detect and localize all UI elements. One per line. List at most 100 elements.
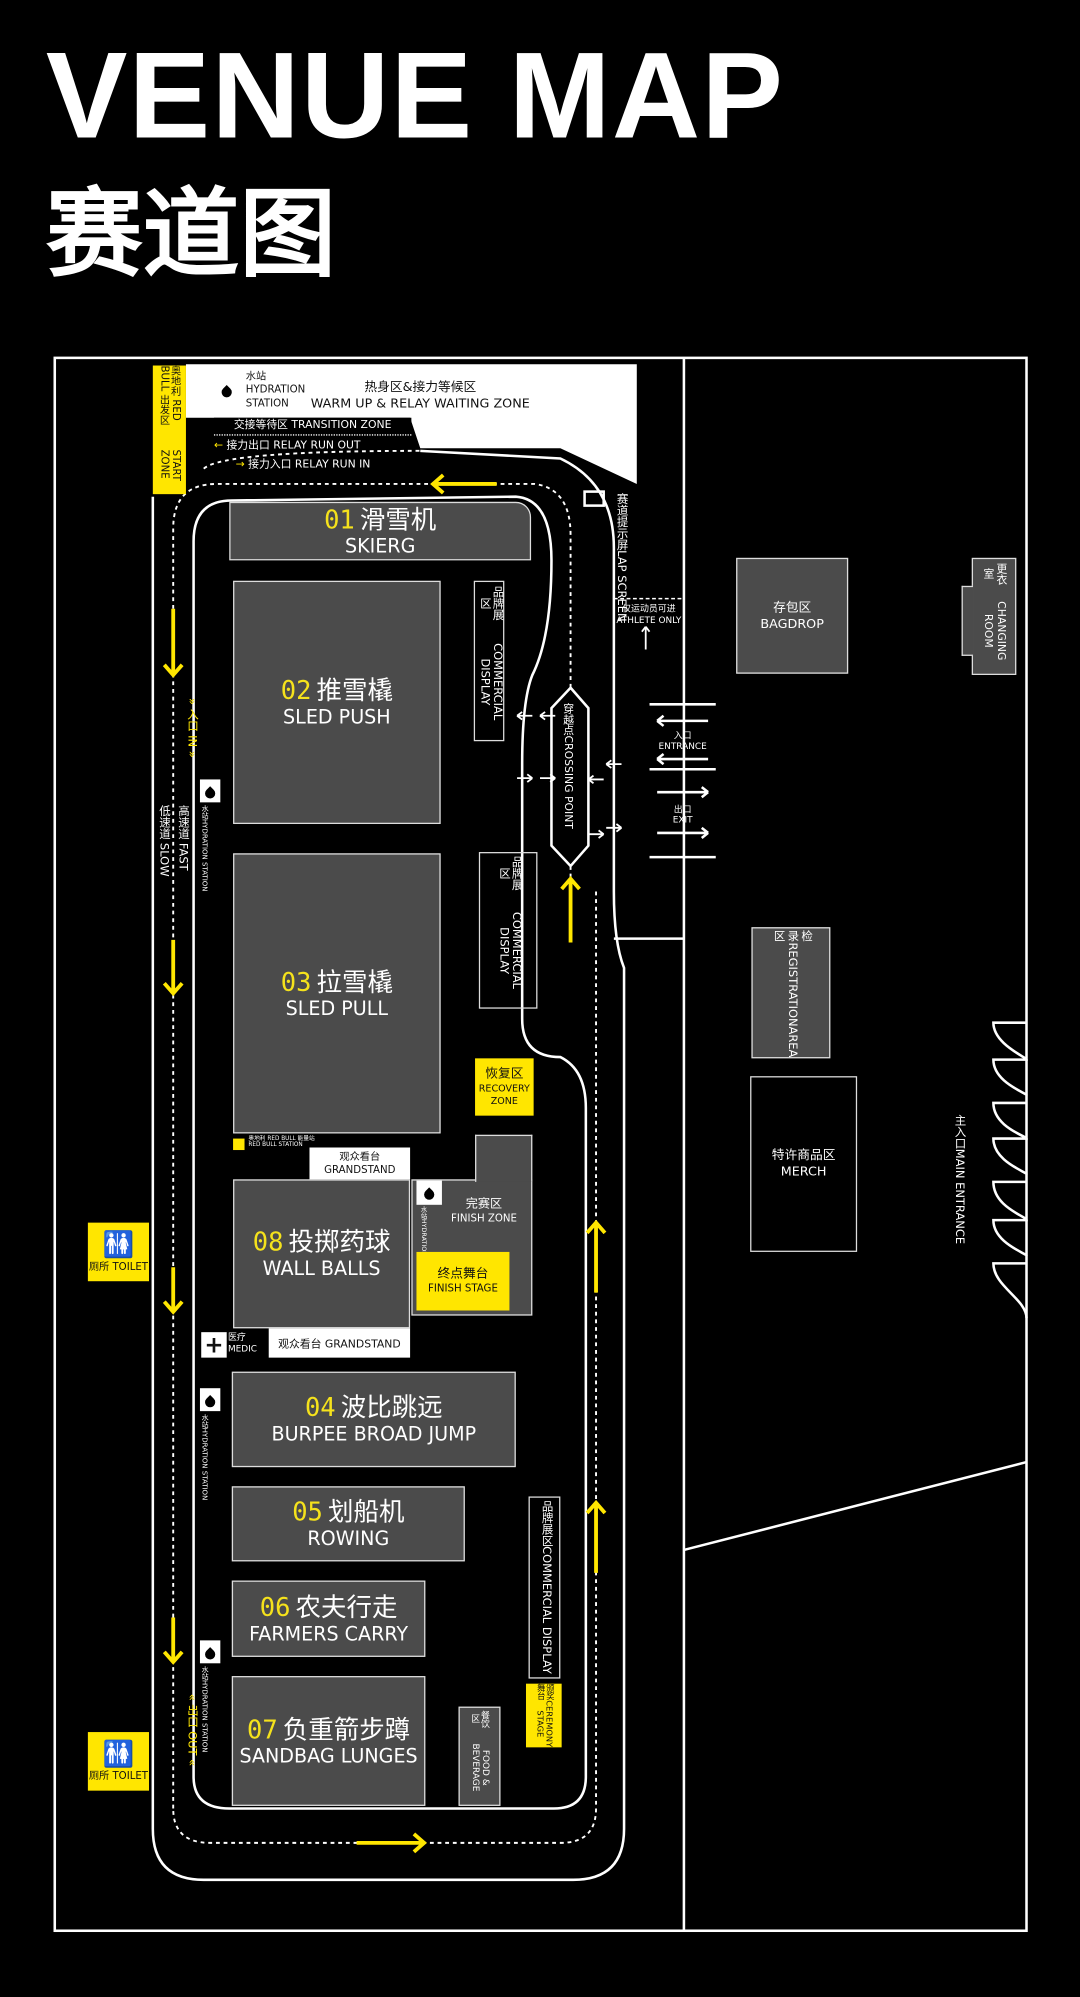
toilet-1: 🚻厕所 TOILET [87, 1222, 150, 1282]
finish-hydration-label: 水站HYDRATION STATION [419, 1206, 428, 1285]
lane-in-text: 入口 IN [184, 708, 198, 748]
lap-screen-cn: 赛道提示屏 [614, 492, 628, 551]
station-en: BURPEE BROAD JUMP [271, 1422, 477, 1446]
station-number: 08 [252, 1226, 284, 1258]
toilet-label: 厕所 TOILET [88, 1769, 149, 1782]
hydration-cn: 水站 [200, 1413, 208, 1428]
main-entrance-cn: 主入口 [952, 1114, 965, 1149]
medic-cross-icon: + [201, 1332, 227, 1358]
outer-track-line [151, 449, 626, 1882]
inner-track-line [192, 495, 588, 1810]
toilet-2: 🚻厕所 TOILET [87, 1732, 150, 1791]
yellow-direction-arrows [162, 473, 607, 1854]
grandstand-cn: 观众看台 [339, 1151, 381, 1163]
relay-run-in-label: 接力入口 RELAY RUN IN [248, 458, 371, 472]
recovery-cn: 恢复区 [485, 1067, 524, 1082]
red-bull-station-marker [233, 1138, 245, 1151]
entrance-exit-lanes [649, 703, 716, 859]
athlete-only-cn: 仅运动员可进 [622, 603, 676, 614]
commercial-display-1: 品牌展区 COMMERCIAL DISPLAY [473, 580, 505, 742]
page-subtitle: 赛道图 [45, 177, 337, 291]
station-number: 04 [304, 1392, 336, 1423]
changing-cn: 更衣室 [981, 562, 1008, 585]
food-beverage: 餐饮区 FOOD & BEVERAGE [458, 1706, 501, 1806]
hydration-station-3: 水站HYDRATION STATION [199, 1640, 223, 1752]
relay-run-out-label: 接力出口 RELAY RUN OUT [226, 439, 361, 453]
hydration-station-2: 水站HYDRATION STATION [199, 1388, 223, 1501]
hydration-en1: HYDRATION [245, 383, 306, 396]
food-en: FOOD & BEVERAGE [470, 1743, 491, 1792]
hydration-icon [199, 1640, 221, 1664]
station-cn: 推雪橇 [316, 674, 393, 706]
station-number: 06 [259, 1591, 291, 1622]
cd-cn: 品牌展区 [477, 585, 503, 621]
hydration-icon [213, 376, 240, 403]
fast-lane-label: 高速道 FAST [175, 804, 189, 871]
station-number: 02 [280, 674, 312, 706]
relay-run-out: ← 接力出口 RELAY RUN OUT [214, 437, 361, 452]
food-cn: 餐饮区 [470, 1710, 491, 1729]
hydration-en: HYDRATION STATION [200, 1427, 208, 1501]
toilet-icon: 🚻 [102, 1228, 135, 1259]
station-en: SANDBAG LUNGES [239, 1744, 418, 1768]
registration-cn: 检录区 [771, 929, 812, 941]
hydration-cn: 水站 [245, 370, 267, 383]
ceremony-cn: 颁奖舞台 [534, 1683, 555, 1701]
recovery-en2: ZONE [490, 1094, 518, 1107]
flow-arrows [516, 626, 651, 839]
warmup-zone-shape [185, 364, 637, 484]
station-number: 07 [247, 1713, 278, 1745]
exit-cn: 出口 [673, 804, 692, 816]
station-en: WALL BALLS [262, 1257, 381, 1280]
grandstand-en: GRANDSTAND [324, 1163, 396, 1175]
lap-screen-label: 赛道提示屏LAP SCREEN [614, 493, 627, 622]
hydration-icon [199, 1388, 221, 1412]
start-zone-cn: 奥地利 RED BULL 出发区 [159, 365, 182, 426]
recovery-en1: RECOVERY [478, 1083, 530, 1095]
hydration-icon [416, 1180, 442, 1205]
station-number: 03 [280, 966, 312, 997]
arrow-left-icon: ← [213, 439, 224, 453]
red-bull-en: RED BULL STATION [248, 1142, 303, 1149]
crossing-en: CROSSING POINT [561, 735, 574, 829]
page-title: VENUE MAP [45, 28, 785, 165]
station-cn: 划船机 [328, 1496, 405, 1528]
finish-stage-en: FINISH STAGE [428, 1282, 498, 1295]
diagonal-line [683, 1460, 1027, 1552]
finish-zone-cn: 完赛区 [465, 1197, 503, 1212]
cd-en: COMMERCIAL DISPLAY [477, 643, 503, 721]
lane-out-text: 出口 OUT [184, 1704, 198, 1756]
finish-zone-extension [475, 1134, 533, 1182]
hydration-cn: 水站 [200, 804, 208, 819]
slow-lane-label: 低速道 SLOW [156, 804, 170, 877]
station-en: FARMERS CARRY [249, 1621, 409, 1645]
ceremony-en: CEREMONY STAGE [534, 1700, 555, 1748]
cd-en: COMMERCIAL DISPLAY [539, 1546, 553, 1675]
crossing-cn: 穿越点 [561, 703, 574, 736]
bagdrop-en: BAGDROP [760, 617, 824, 632]
